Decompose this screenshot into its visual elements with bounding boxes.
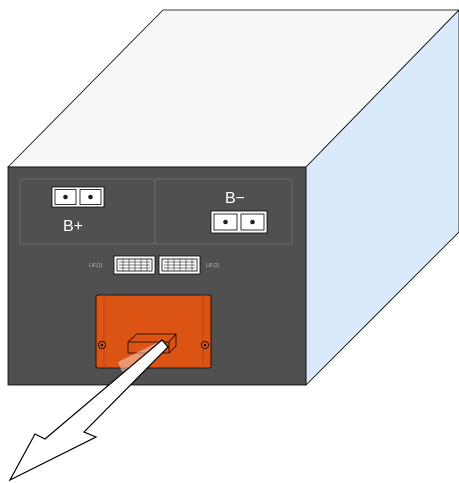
comm-port-2 <box>158 255 201 275</box>
positive-terminal-block <box>51 186 105 208</box>
comm-port-1-label: LIF(1) <box>89 263 103 269</box>
comm-port-2-label: LIF(2) <box>206 263 220 269</box>
negative-terminal-label: B− <box>225 190 245 207</box>
comm-port-1 <box>113 255 156 275</box>
pull-arrow-icon <box>8 339 169 482</box>
negative-terminal-panel <box>154 178 293 245</box>
positive-terminal-label: B+ <box>63 218 83 235</box>
negative-terminal-block <box>210 210 268 234</box>
